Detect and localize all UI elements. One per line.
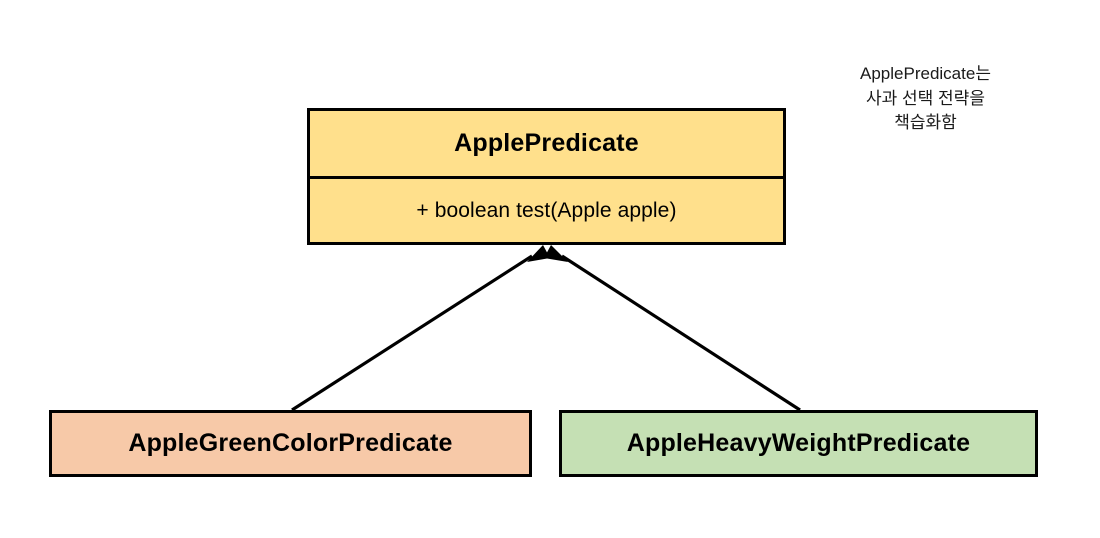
class-box-apple-heavy-weight-predicate[interactable]: AppleHeavyWeightPredicate xyxy=(559,410,1038,477)
class-name-compartment: ApplePredicate xyxy=(310,111,783,179)
class-name-label: ApplePredicate xyxy=(454,129,639,157)
annotation-line-3: 책습화함 xyxy=(894,113,957,133)
method-signature-label: + boolean test(Apple apple) xyxy=(416,198,677,222)
annotation-line-1: ApplePredicate는 xyxy=(860,64,991,83)
annotation-line-2: 사과 선택 전략을 xyxy=(866,88,985,108)
annotation-note: ApplePredicate는 사과 선택 전략을 책습화함 xyxy=(818,62,1033,136)
class-box-apple-green-color-predicate[interactable]: AppleGreenColorPredicate xyxy=(49,410,532,477)
generalization-heavy-weight-to-apple-predicate xyxy=(544,245,801,412)
class-name-label: AppleHeavyWeightPredicate xyxy=(626,429,971,457)
class-box-apple-predicate[interactable]: ApplePredicate + boolean test(Apple appl… xyxy=(307,108,786,245)
class-method-compartment: + boolean test(Apple apple) xyxy=(310,179,783,242)
class-name-label: AppleGreenColorPredicate xyxy=(128,429,453,457)
generalization-green-color-to-apple-predicate xyxy=(291,245,550,412)
